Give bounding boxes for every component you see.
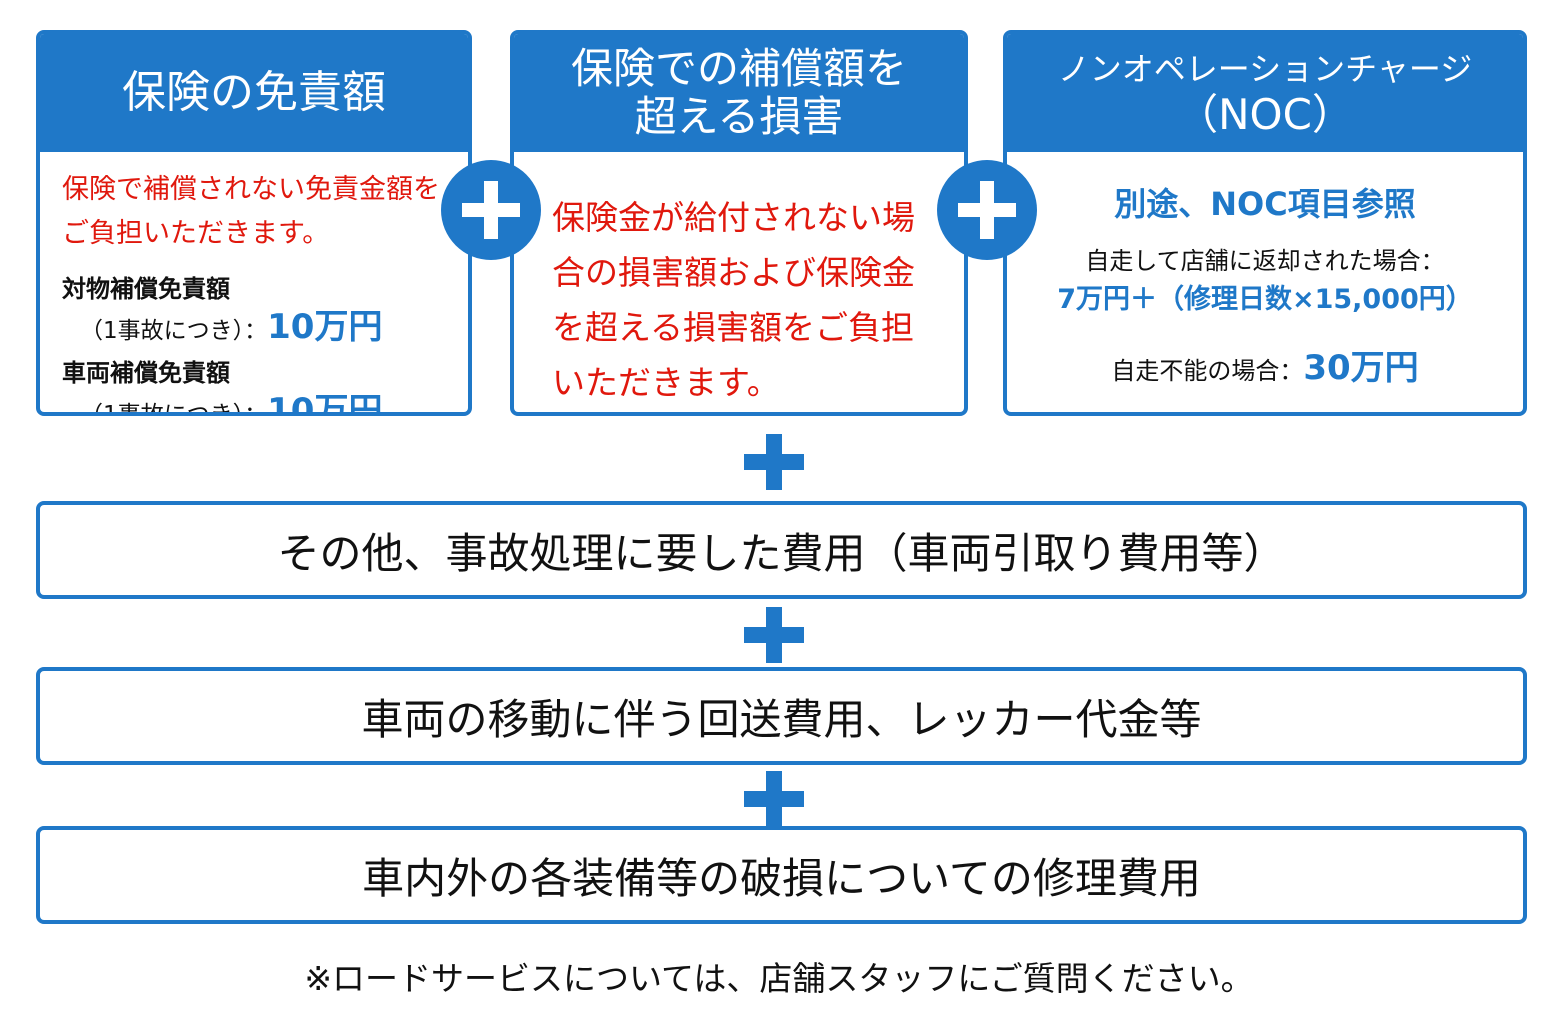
excess-damage-card: 保険での補償額を 超える損害 保険金が給付されない場合の損害額および保険金を超え…	[510, 30, 968, 416]
vehicle-deductible-amount: 10万円	[267, 391, 383, 416]
accident-handling-cost-text: その他、事故処理に要した費用（車両引取り費用等）	[277, 528, 1286, 578]
excess-damage-card-header: 保険での補償額を 超える損害	[514, 34, 964, 152]
noc-card: ノンオペレーションチャージ （NOC） 別途、NOC項目参照 自走して店舗に返却…	[1003, 30, 1527, 416]
deductible-intro: 保険で補償されない免責金額をご負担いただきます。	[62, 174, 440, 249]
noc-immobile-amount: 30万円	[1303, 348, 1419, 388]
excess-damage-card-body: 保険金が給付されない場合の損害額および保険金を超える損害額をご負担いただきます。	[514, 152, 964, 412]
plus-icon	[744, 434, 804, 490]
deductible-card-body: 保険で補償されない免責金額をご負担いただきます。 対物補償免責額 （1事故につき…	[40, 152, 468, 416]
road-service-footnote: ※ロードサービスについては、店舗スタッフにご質問ください。	[304, 959, 1254, 998]
noc-self-return-label: 自走して店舗に返却された場合：	[1085, 247, 1445, 275]
excess-damage-text: 保険金が給付されない場合の損害額および保険金を超える損害額をご負担いただきます。	[552, 198, 915, 402]
noc-immobile-row: 自走不能の場合：30万円	[1017, 340, 1513, 389]
deductible-card-title: 保険の免責額	[122, 67, 386, 118]
property-deductible-row: （1事故につき）：10万円	[62, 306, 446, 352]
noc-self-return-formula: 7万円＋（修理日数×15,000円）	[1057, 284, 1473, 315]
noc-card-body: 別途、NOC項目参照 自走して店舗に返却された場合： 7万円＋（修理日数×15,…	[1007, 152, 1523, 412]
equipment-repair-cost-box: 車内外の各装備等の破損についての修理費用	[36, 826, 1527, 924]
noc-title-line1: ノンオペレーションチャージ	[1057, 50, 1473, 88]
towing-cost-text: 車両の移動に伴う回送費用、レッカー代金等	[361, 694, 1202, 744]
noc-title-line2: （NOC）	[1176, 90, 1354, 139]
deductible-card-header: 保険の免責額	[40, 34, 468, 152]
noc-reference: 別途、NOC項目参照	[1114, 185, 1416, 223]
vehicle-deductible-title: 車両補償免責額	[62, 359, 230, 387]
property-deductible-amount: 10万円	[267, 307, 383, 347]
excess-damage-title-line2: 超える損害	[634, 92, 844, 141]
excess-damage-title-line1: 保険での補償額を	[570, 44, 907, 93]
plus-icon	[937, 160, 1037, 260]
vehicle-deductible-note: （1事故につき）：	[80, 402, 268, 416]
plus-icon	[744, 771, 804, 827]
towing-cost-box: 車両の移動に伴う回送費用、レッカー代金等	[36, 667, 1527, 765]
property-deductible-note: （1事故につき）：	[80, 318, 268, 344]
deductible-card: 保険の免責額 保険で補償されない免責金額をご負担いただきます。 対物補償免責額 …	[36, 30, 472, 416]
plus-icon	[744, 607, 804, 663]
noc-card-header: ノンオペレーションチャージ （NOC）	[1007, 34, 1523, 152]
equipment-repair-cost-text: 車内外の各装備等の破損についての修理費用	[362, 853, 1201, 903]
property-deductible-title: 対物補償免責額	[62, 275, 230, 303]
vehicle-deductible-row: （1事故につき）：10万円	[62, 390, 446, 416]
accident-handling-cost-box: その他、事故処理に要した費用（車両引取り費用等）	[36, 501, 1527, 599]
noc-immobile-label: 自走不能の場合：	[1111, 357, 1304, 385]
plus-icon	[441, 160, 541, 260]
